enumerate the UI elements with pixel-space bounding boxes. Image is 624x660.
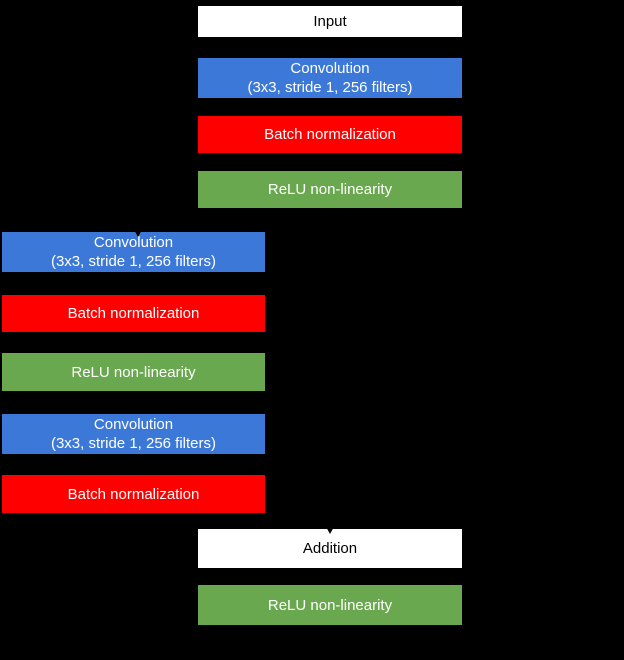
node-addition-label: Addition	[302, 540, 358, 557]
node-convolution-3: Convolution (3x3, stride 1, 256 filters)	[2, 414, 265, 454]
node-batch-norm-3: Batch normalization	[2, 475, 265, 513]
node-relu-3: ReLU non-linearity	[198, 585, 462, 625]
node-relu-1: ReLU non-linearity	[198, 171, 462, 208]
node-convolution-1: Convolution (3x3, stride 1, 256 filters)	[198, 58, 462, 98]
arrowhead-down-icon	[133, 228, 143, 237]
node-convolution-2: Convolution (3x3, stride 1, 256 filters)	[2, 232, 265, 272]
node-convolution-2-label: Convolution	[93, 234, 174, 251]
node-relu-2: ReLU non-linearity	[2, 353, 265, 391]
node-convolution-1-label: Convolution	[290, 60, 370, 77]
node-input-label: Input	[313, 13, 347, 30]
node-batch-norm-2-label: Batch normalization	[67, 305, 200, 322]
node-batch-norm-3-label: Batch normalization	[67, 485, 200, 503]
node-convolution-3-sublabel: (3x3, stride 1, 256 filters)	[50, 435, 217, 452]
node-convolution-2-sublabel: (3x3, stride 1, 256 filters)	[50, 253, 217, 270]
node-relu-3-label: ReLU non-linearity	[267, 596, 393, 614]
arrowhead-down-icon	[325, 525, 335, 534]
node-relu-1-label: ReLU non-linearity	[267, 181, 393, 198]
node-batch-norm-1: Batch normalization	[198, 116, 462, 153]
node-relu-2-label: ReLU non-linearity	[71, 363, 196, 381]
node-batch-norm-1-label: Batch normalization	[264, 126, 396, 143]
node-input: Input	[198, 6, 462, 37]
node-batch-norm-2: Batch normalization	[2, 295, 265, 332]
node-addition: Addition	[198, 529, 462, 568]
node-convolution-1-sublabel: (3x3, stride 1, 256 filters)	[247, 79, 413, 96]
node-convolution-3-label: Convolution	[93, 416, 174, 433]
